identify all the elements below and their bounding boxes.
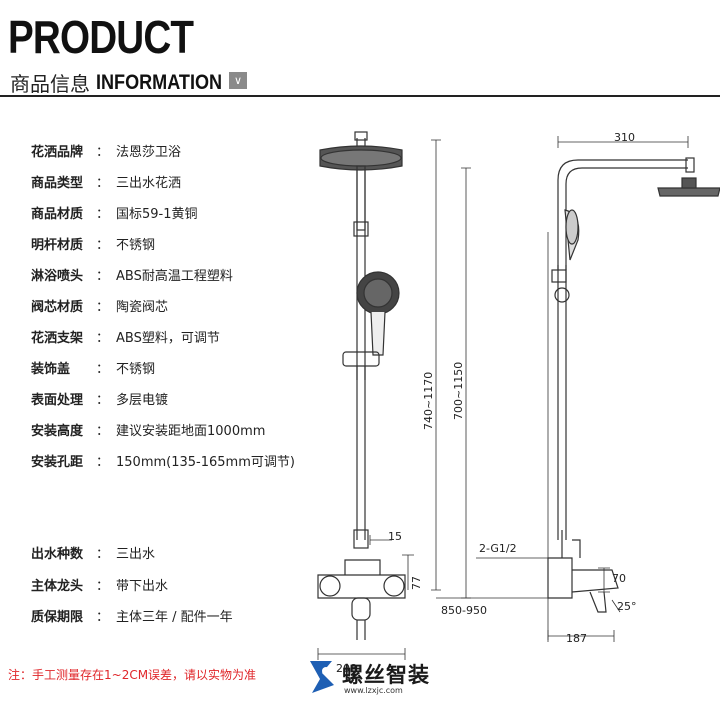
dim-thread: 2-G1/2 <box>479 542 517 555</box>
front-riser-pipe <box>356 138 366 380</box>
spec-row: 商品材质 ： 国标59-1黄铜 <box>31 203 198 222</box>
spec-colon: ： <box>96 424 110 439</box>
dim-pipe-offset: 15 <box>388 530 402 543</box>
dim-faucet-height: 77 <box>410 576 423 590</box>
spec-colon: ： <box>96 145 110 160</box>
spec-value: ABS耐高温工程塑料 <box>116 269 233 284</box>
spec-value: 陶瓷阀芯 <box>116 300 169 315</box>
spec-key: 质保期限 <box>31 610 84 625</box>
spec-value: ABS塑料，可调节 <box>116 331 220 346</box>
spec-colon: ： <box>96 269 110 284</box>
dim-top-width: 310 <box>614 131 635 144</box>
dim-height-side: 700~1150 <box>452 362 465 420</box>
spec-row: 表面处理 ： 多层电镀 <box>31 389 168 408</box>
spec-row: 出水种数 ： 三出水 <box>31 543 155 562</box>
subtitle-en: INFORMATION <box>96 70 223 94</box>
spec-colon: ： <box>96 610 110 625</box>
spec-row: 淋浴喷头 ： ABS耐高温工程塑料 <box>31 265 233 284</box>
spec-colon: ： <box>96 300 110 315</box>
spec-value: 国标59-1黄铜 <box>116 207 198 222</box>
subtitle-cn: 商品信息 <box>10 72 90 96</box>
spec-value: 三出水 <box>116 547 156 562</box>
spec-key: 安装高度 <box>31 424 84 439</box>
spec-key: 花洒品牌 <box>31 145 84 160</box>
dim-faucet-depth: 70 <box>612 572 626 585</box>
section-subtitle: 商品信息 INFORMATION <box>10 68 243 97</box>
spec-colon: ： <box>96 393 110 408</box>
spec-colon: ： <box>96 579 110 594</box>
page-title: PRODUCT <box>8 11 194 63</box>
spec-colon: ： <box>96 207 110 222</box>
front-mixer-body <box>317 574 406 599</box>
spec-value: 法恩莎卫浴 <box>116 145 182 160</box>
dim-body-depth: 187 <box>566 632 587 645</box>
spec-key: 表面处理 <box>31 393 84 408</box>
side-shower-head <box>657 187 720 197</box>
spec-colon: ： <box>96 331 110 346</box>
spec-row: 花洒支架 ： ABS塑料，可调节 <box>31 327 220 346</box>
spec-value: 主体三年 / 配件一年 <box>116 610 233 625</box>
dim-spout-angle: 25° <box>617 600 637 613</box>
spec-row: 商品类型 ： 三出水花洒 <box>31 172 181 191</box>
spec-colon: ： <box>96 547 110 562</box>
spec-key: 阀芯材质 <box>31 300 84 315</box>
side-mixer-body <box>547 557 573 599</box>
spec-key: 花洒支架 <box>31 331 84 346</box>
spec-colon: ： <box>96 176 110 191</box>
spec-colon: ： <box>96 455 110 470</box>
spec-colon: ： <box>96 238 110 253</box>
spec-row: 阀芯材质 ： 陶瓷阀芯 <box>31 296 168 315</box>
spec-key: 淋浴喷头 <box>31 269 84 284</box>
logo-url: www.lzxjc.com <box>344 686 403 695</box>
spec-key: 装饰盖 <box>31 362 71 377</box>
spec-row: 主体龙头 ： 带下出水 <box>31 575 168 594</box>
spec-key: 明杆材质 <box>31 238 84 253</box>
spec-key: 安装孔距 <box>31 455 84 470</box>
spec-key: 主体龙头 <box>31 579 84 594</box>
logo-text: 螺丝智装 <box>342 663 430 687</box>
spec-value: 多层电镀 <box>116 393 169 408</box>
side-arm <box>557 159 688 270</box>
dim-mount-range: 850-950 <box>441 604 487 617</box>
spec-row: 安装高度 ： 建议安装距地面1000mm <box>31 420 265 439</box>
front-pipe-cap <box>354 131 368 141</box>
spec-value: 建议安装距地面1000mm <box>116 424 266 439</box>
spec-value: 150mm(135-165mm可调节) <box>116 455 295 470</box>
spec-row: 质保期限 ： 主体三年 / 配件一年 <box>31 606 233 625</box>
spec-key: 商品类型 <box>31 176 84 191</box>
dim-height-front: 740~1170 <box>422 372 435 430</box>
spec-row: 装饰盖 ： 不锈钢 <box>31 358 155 377</box>
spec-value: 不锈钢 <box>116 362 156 377</box>
spec-colon: ： <box>96 362 110 377</box>
dim-body-width: 208 <box>336 662 357 675</box>
spec-value: 带下出水 <box>116 579 169 594</box>
header-divider <box>0 95 720 97</box>
disclaimer-note: 注：手工测量存在1~2CM误差，请以实物为准 <box>8 668 257 682</box>
front-slide-holder <box>342 351 380 367</box>
spec-value: 不锈钢 <box>116 238 156 253</box>
brand-logo-icon <box>310 661 334 693</box>
spec-row: 花洒品牌 ： 法恩莎卫浴 <box>31 141 181 160</box>
chevron-down-icon: ∨ <box>229 72 247 89</box>
spec-value: 三出水花洒 <box>116 176 182 191</box>
spec-key: 商品材质 <box>31 207 84 222</box>
spec-key: 出水种数 <box>31 547 84 562</box>
spec-row: 明杆材质 ： 不锈钢 <box>31 234 155 253</box>
spec-row: 安装孔距 ： 150mm(135-165mm可调节) <box>31 451 295 470</box>
